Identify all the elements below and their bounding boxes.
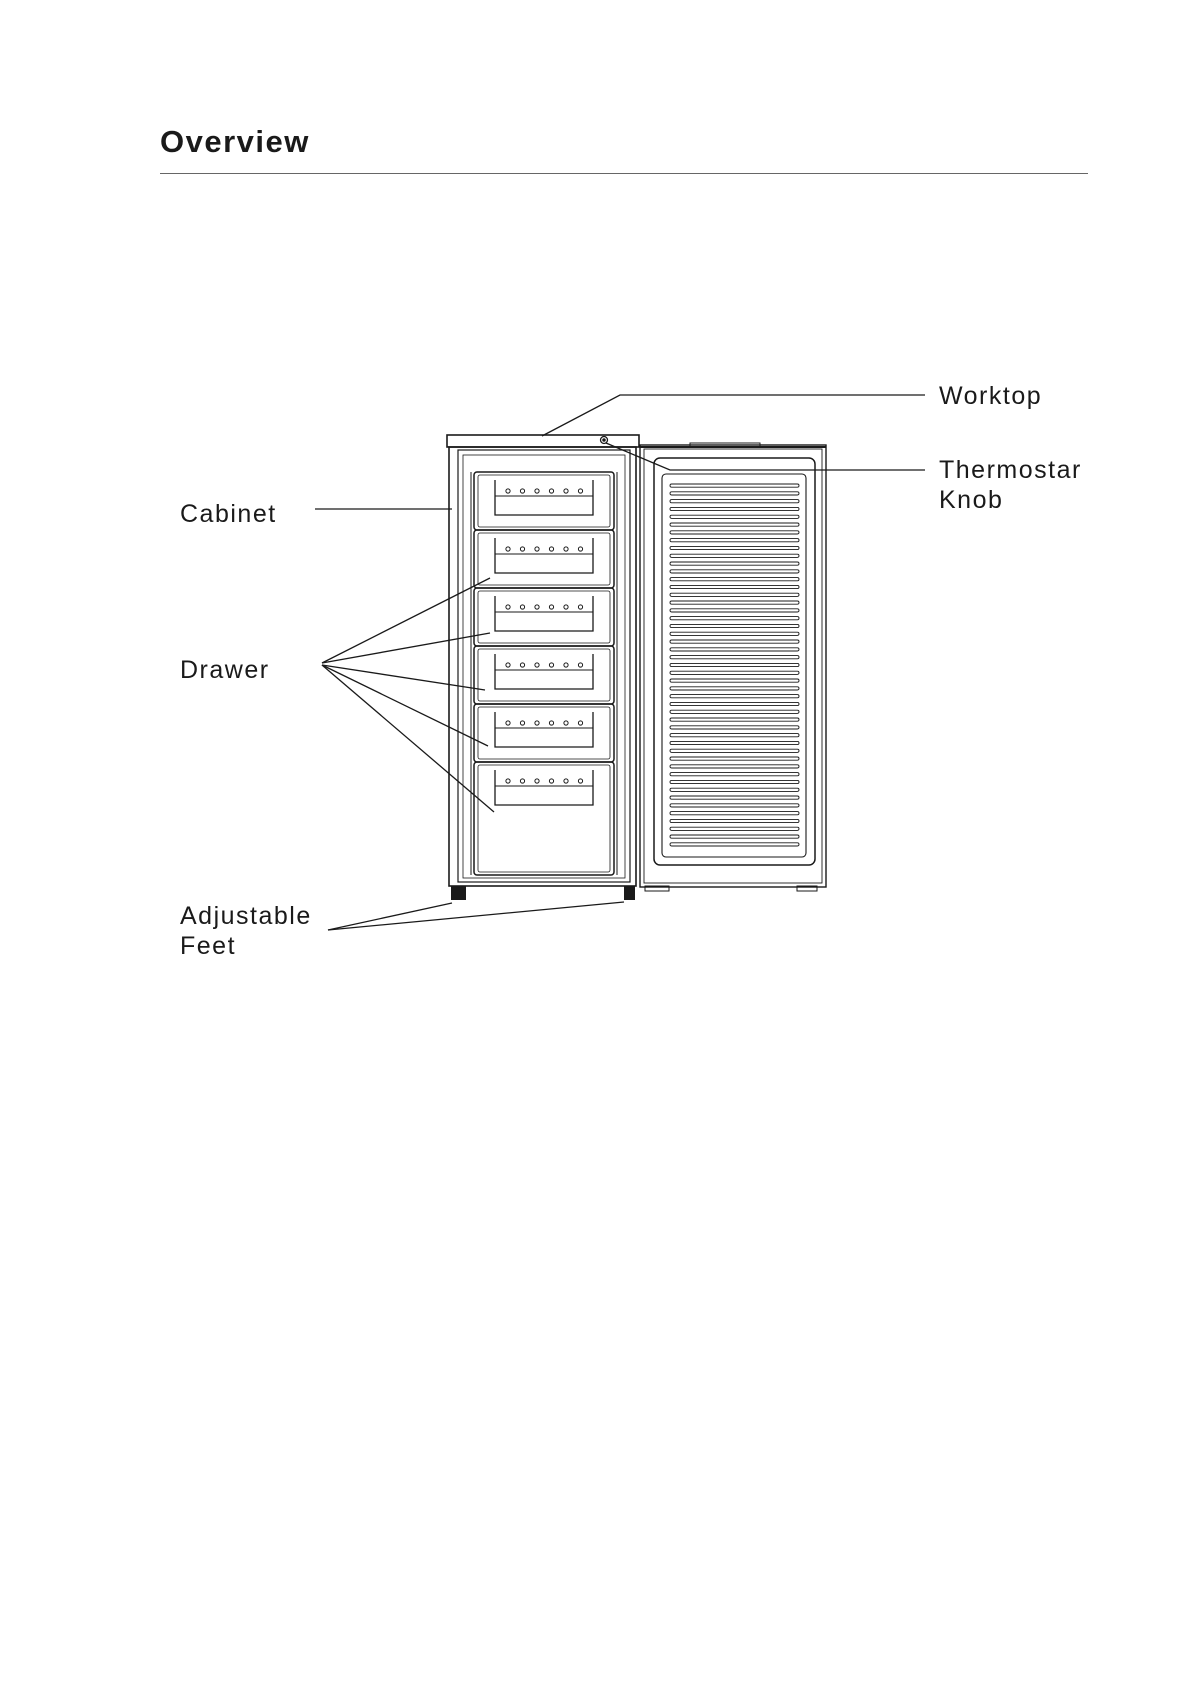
door-slat xyxy=(670,695,799,698)
door-slat xyxy=(670,562,799,565)
label-drawer: Drawer xyxy=(180,656,270,684)
feet-leaders xyxy=(328,902,624,930)
door-slat xyxy=(670,570,799,573)
door-slat xyxy=(670,702,799,705)
freezer-door xyxy=(640,443,826,891)
door-slat xyxy=(670,554,799,557)
door-slat xyxy=(670,726,799,729)
door-slat xyxy=(670,827,799,830)
door-slat xyxy=(670,492,799,495)
door-slat xyxy=(670,741,799,744)
door-slat xyxy=(670,617,799,620)
door-slat xyxy=(670,749,799,752)
door-slat xyxy=(670,671,799,674)
door-slat xyxy=(670,796,799,799)
drawer xyxy=(471,646,617,704)
door-slat xyxy=(670,757,799,760)
drawer xyxy=(471,472,617,530)
adjustable-foot-right xyxy=(624,886,635,900)
label-feet-line2: Feet xyxy=(180,932,236,960)
door-slat xyxy=(670,546,799,549)
drawer xyxy=(471,588,617,646)
door-slat xyxy=(670,484,799,487)
door-slat xyxy=(670,601,799,604)
door-slat xyxy=(670,640,799,643)
adjustable-foot-left xyxy=(451,886,466,900)
leader-lines xyxy=(315,395,925,930)
door-slat xyxy=(670,593,799,596)
door-slat xyxy=(670,788,799,791)
drawer xyxy=(471,530,617,588)
label-thermostat-line1: Thermostar xyxy=(939,456,1082,484)
door-slat xyxy=(670,773,799,776)
door-slat xyxy=(670,843,799,846)
door-slat xyxy=(670,718,799,721)
door-slat xyxy=(670,812,799,815)
door-slat xyxy=(670,819,799,822)
label-feet-line1: Adjustable xyxy=(180,902,312,930)
door-slat xyxy=(670,710,799,713)
label-worktop: Worktop xyxy=(939,382,1042,410)
door-slat xyxy=(670,539,799,542)
door-slat xyxy=(670,648,799,651)
drawer-stack xyxy=(471,472,617,875)
drawer xyxy=(471,704,617,762)
door-slat xyxy=(670,656,799,659)
door-slat xyxy=(670,765,799,768)
door-slat xyxy=(670,663,799,666)
door-slat xyxy=(670,734,799,737)
door-slat xyxy=(670,515,799,518)
door-slat xyxy=(670,609,799,612)
door-slat xyxy=(670,531,799,534)
door-slat xyxy=(670,507,799,510)
door-slat xyxy=(670,835,799,838)
door-slat xyxy=(670,523,799,526)
door-slat xyxy=(670,687,799,690)
worktop-leader xyxy=(542,395,925,436)
door-slat xyxy=(670,804,799,807)
door-slat xyxy=(670,632,799,635)
drawer-leaders xyxy=(322,578,494,812)
door-slat xyxy=(670,585,799,588)
door-slat xyxy=(670,578,799,581)
door-slat xyxy=(670,500,799,503)
drawer xyxy=(471,762,617,875)
label-thermostat-line2: Knob xyxy=(939,486,1003,514)
door-ventilation-slats xyxy=(670,484,799,846)
door-slat xyxy=(670,679,799,682)
door-slat xyxy=(670,780,799,783)
door-slat xyxy=(670,624,799,627)
label-cabinet: Cabinet xyxy=(180,500,277,528)
